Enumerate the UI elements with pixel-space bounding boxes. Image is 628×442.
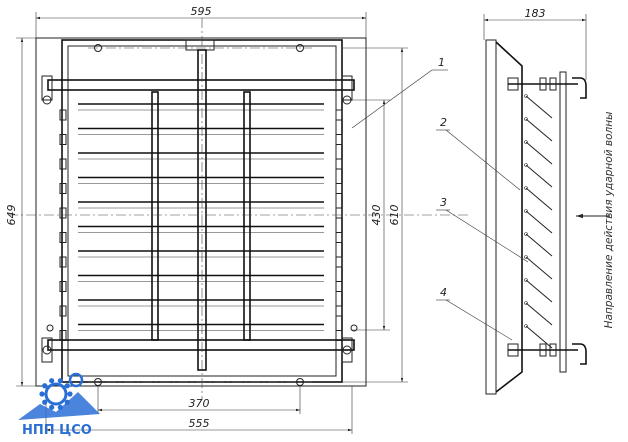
shockwave-direction-note: Направление действия ударной волны <box>603 112 615 329</box>
dimension-bottom-width: 555 <box>189 417 210 430</box>
side-tab <box>335 256 343 268</box>
side-louver <box>525 233 553 257</box>
dimensions: 595 649 430 610 370 555 183 <box>5 5 587 434</box>
side-plate <box>485 39 497 395</box>
side-tab <box>59 305 67 317</box>
side-view: Направление действия ударной волны <box>485 39 615 395</box>
callouts: 1 2 3 4 <box>351 56 529 341</box>
side-louver <box>525 325 553 349</box>
side-tab <box>335 134 343 145</box>
bottom-rail <box>47 339 355 351</box>
hinge-icon <box>41 75 353 363</box>
dimension-total-height: 649 <box>5 205 18 226</box>
side-louver <box>525 95 553 119</box>
side-tab <box>59 207 67 219</box>
bolt-icon <box>507 77 587 365</box>
gear-icon <box>39 378 73 410</box>
side-tab <box>335 183 343 194</box>
dimension-frame-height: 610 <box>388 205 401 226</box>
front-view <box>8 18 470 400</box>
outer-plate <box>35 37 367 387</box>
callout-4: 4 <box>440 286 447 299</box>
company-logo: НПП ЦСО <box>18 372 100 438</box>
side-louver <box>525 302 553 326</box>
dimension-top-width: 595 <box>191 5 212 18</box>
side-louver <box>525 256 553 280</box>
callout-3: 3 <box>440 196 447 209</box>
side-tab <box>59 232 67 243</box>
side-tabs <box>59 109 343 341</box>
side-tab <box>59 158 67 170</box>
side-louver <box>525 141 553 165</box>
side-tab <box>335 232 343 243</box>
callout-2: 2 <box>440 116 447 129</box>
logo-text: НПП ЦСО <box>22 423 92 438</box>
side-frame <box>495 41 523 393</box>
side-louver <box>525 187 553 211</box>
top-rail <box>47 79 355 91</box>
side-tab <box>59 256 67 268</box>
side-tab <box>59 183 67 194</box>
callout-1: 1 <box>438 56 445 69</box>
side-tab <box>59 281 67 292</box>
side-tab <box>335 158 343 170</box>
side-tab <box>59 134 67 145</box>
side-louver <box>525 118 553 142</box>
side-tab <box>335 281 343 292</box>
dimension-inner-height: 430 <box>370 205 383 226</box>
side-tab <box>335 109 343 121</box>
side-louvers <box>524 94 553 349</box>
top-clamp <box>185 39 215 51</box>
side-louver <box>525 279 553 303</box>
side-tab <box>335 330 343 341</box>
louver-slats <box>78 103 324 331</box>
side-tab <box>335 305 343 317</box>
side-tab <box>59 109 67 121</box>
side-tab <box>335 207 343 219</box>
vertical-bar-right <box>243 91 251 341</box>
dimension-side-width: 183 <box>525 7 546 20</box>
side-louver <box>525 210 553 234</box>
side-tab <box>59 330 67 341</box>
side-rear-bar <box>559 71 567 373</box>
side-louver <box>525 164 553 188</box>
dimension-hole-spacing: 370 <box>189 397 210 410</box>
vertical-bar-left <box>151 91 159 341</box>
